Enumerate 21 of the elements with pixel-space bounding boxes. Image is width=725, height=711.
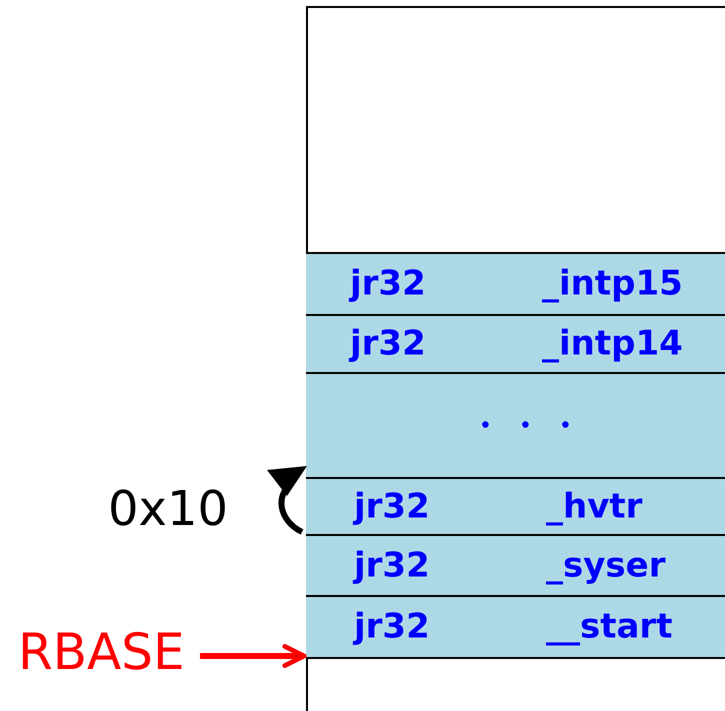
instruction-text: jr32 (354, 488, 430, 526)
instruction-text: jr32 (350, 325, 426, 363)
memory-row (306, 477, 725, 536)
pointer-arrow (200, 644, 306, 668)
memory-map-column (306, 6, 725, 711)
memory-row (306, 595, 725, 659)
register-label: RBASE (18, 622, 196, 682)
label-name-text: _intp14 (542, 325, 683, 363)
memory-row (306, 314, 725, 374)
offset-label: 0x10 (108, 480, 228, 538)
label-name-text: __start (546, 608, 672, 646)
label-name-text: _intp15 (542, 265, 683, 303)
memory-row (306, 372, 725, 479)
label-name-text: _syser (546, 546, 666, 584)
instruction-text: jr32 (354, 608, 430, 646)
label-name-text: _hvtr (546, 488, 642, 526)
ellipsis-text: ・・・ (468, 406, 588, 444)
memory-row (306, 252, 725, 316)
memory-row (306, 534, 725, 597)
instruction-text: jr32 (350, 265, 426, 303)
instruction-text: jr32 (354, 546, 430, 584)
